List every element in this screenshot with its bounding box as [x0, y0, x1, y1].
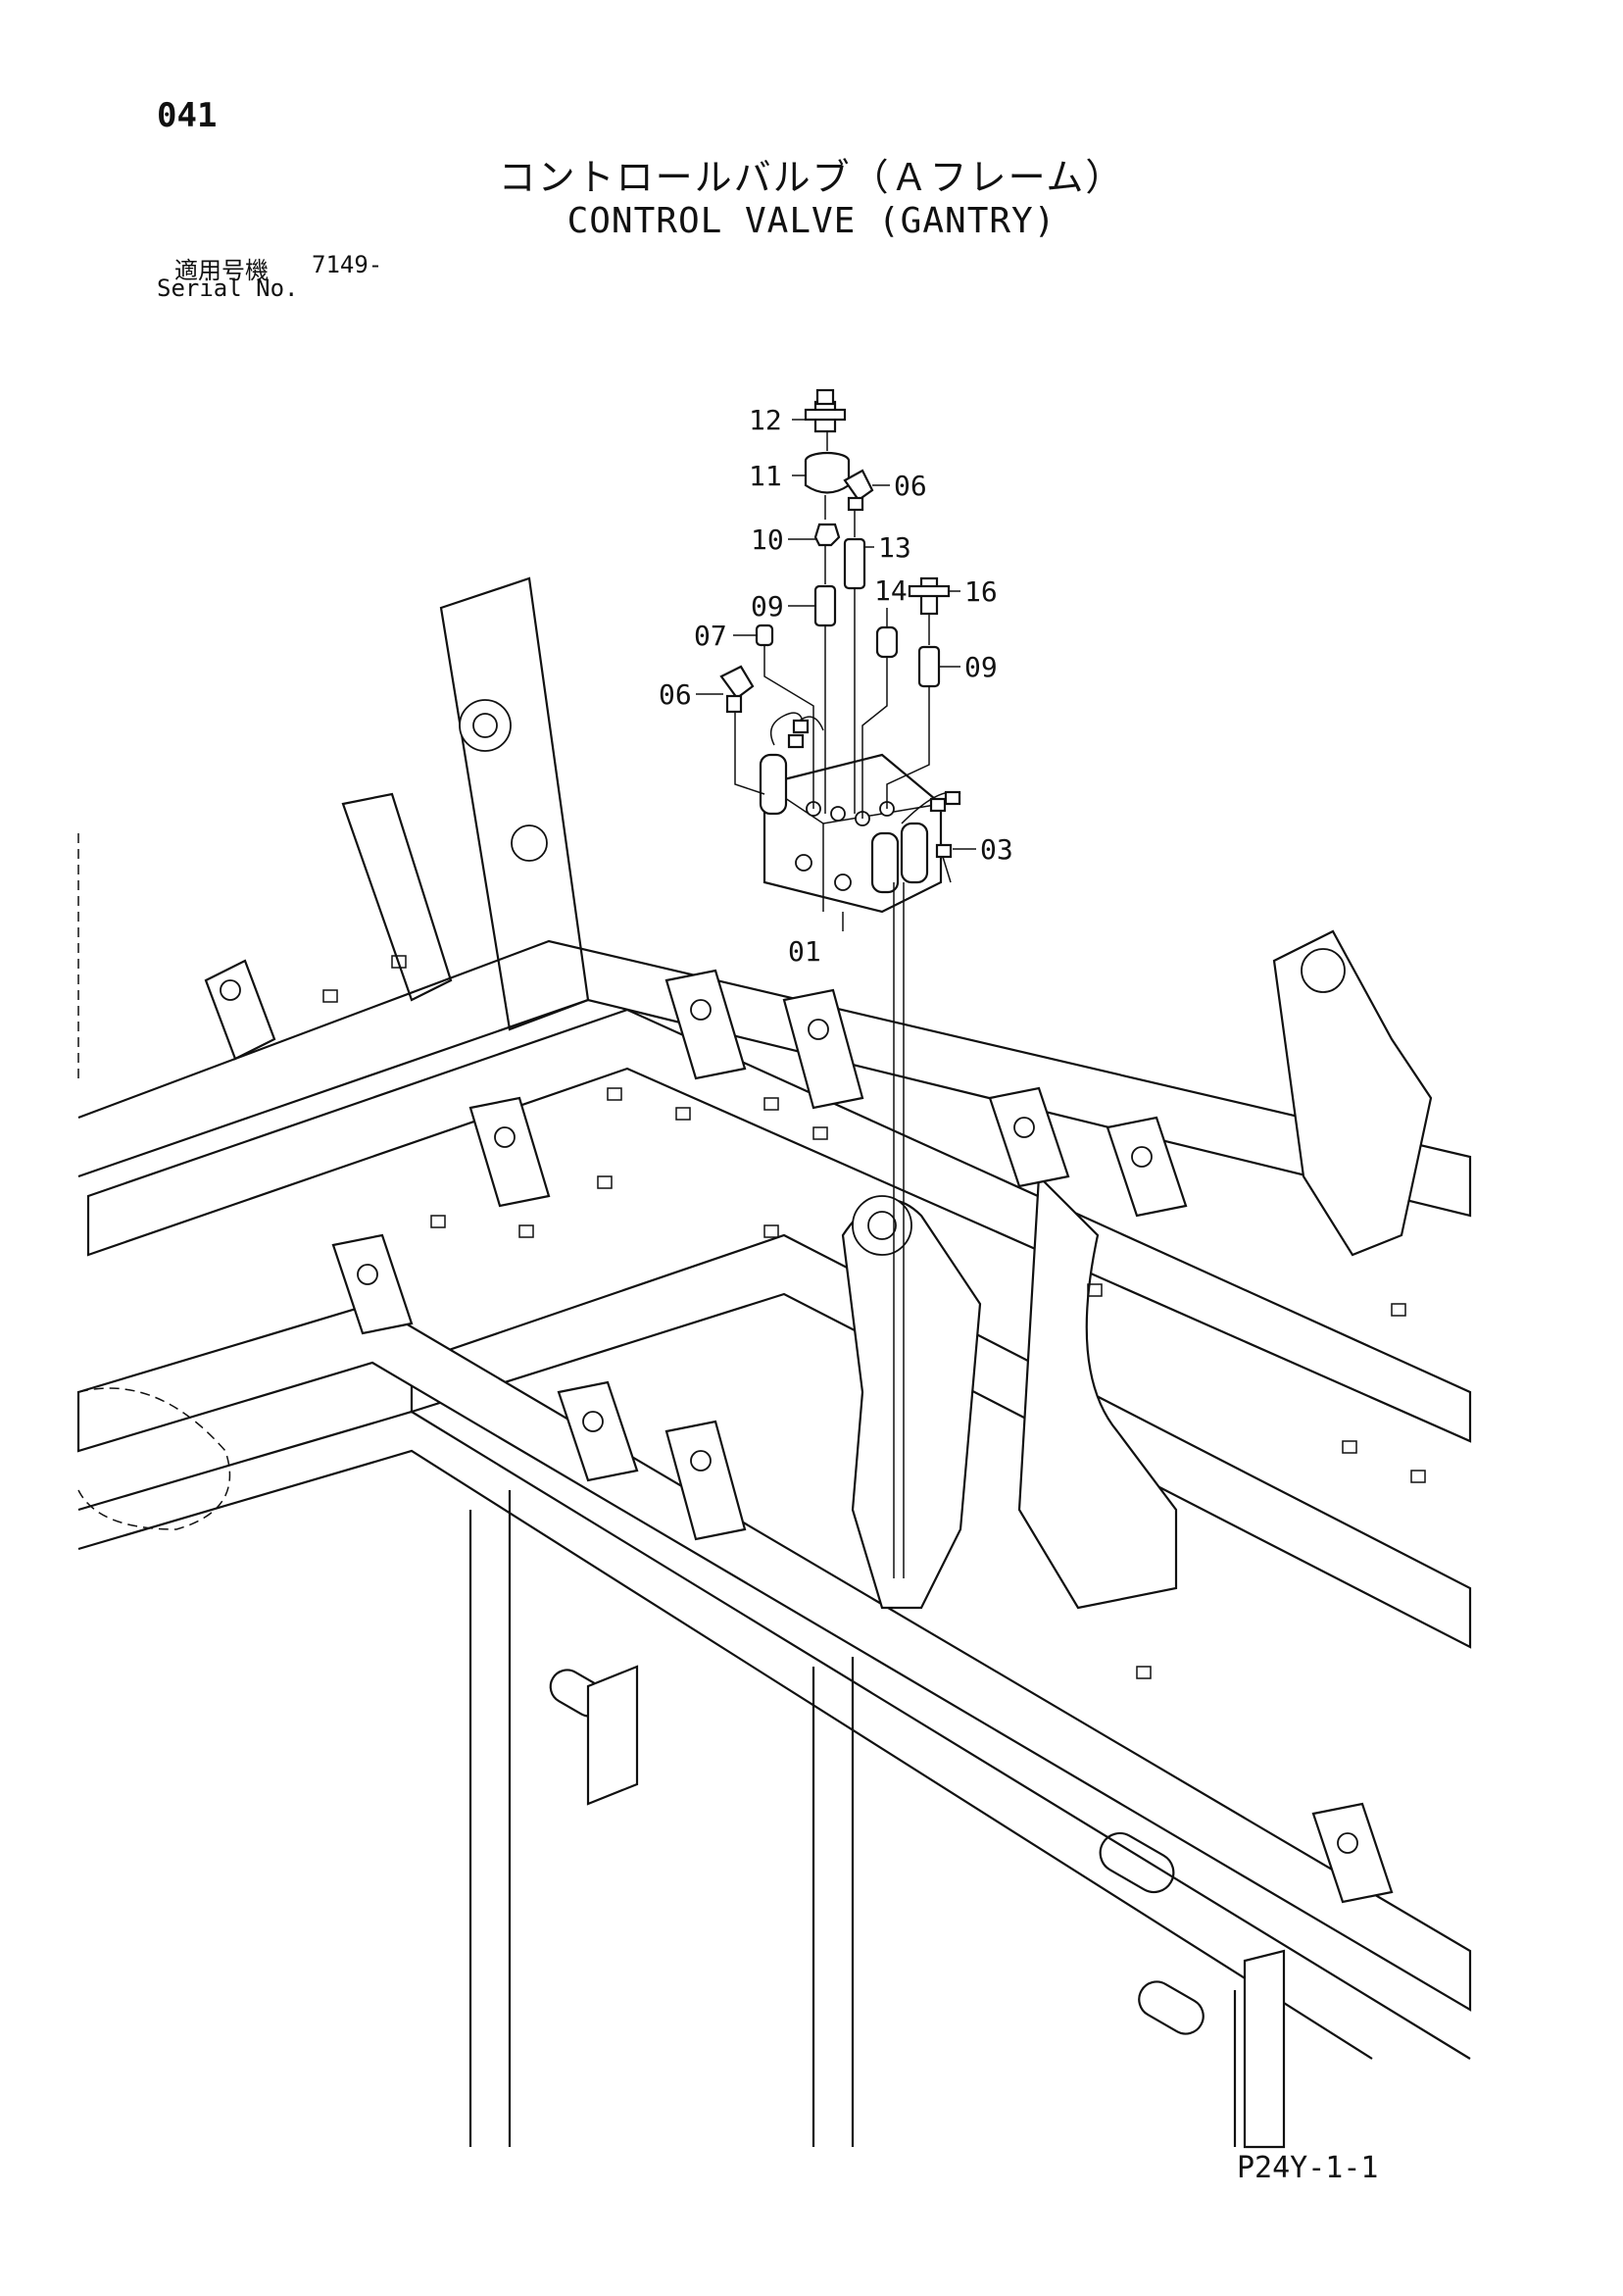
page-title-en: CONTROL VALVE (GANTRY)	[566, 201, 1057, 241]
part-12-tee-arm	[804, 408, 847, 422]
valve-port	[830, 806, 846, 822]
leader-lines	[696, 419, 976, 931]
part-07-plug	[755, 624, 774, 647]
frame-base-line	[77, 1410, 1471, 2060]
frame-box	[586, 1665, 639, 1806]
part-14-adapter	[875, 625, 899, 659]
frame-slot	[1099, 1831, 1175, 1894]
wire-connector	[929, 797, 947, 813]
part-06-elbow-upper	[843, 469, 874, 502]
frame-far-right-bracket	[1272, 929, 1433, 1257]
valve-port	[834, 873, 852, 891]
part-06-elbow-left	[719, 665, 755, 700]
frame-bottom-beam	[76, 1302, 1472, 2012]
frame-left-post	[439, 576, 590, 1031]
frame-box	[1243, 1949, 1286, 2149]
frame-right-arm	[1017, 1173, 1178, 1610]
gantry-frame-drawing	[76, 576, 1472, 2149]
callout-09-left: 09	[751, 590, 784, 623]
valve-solenoid	[900, 822, 929, 884]
callout-11: 11	[749, 460, 782, 492]
serial-label-jp: 適用号機	[174, 257, 269, 284]
frame-lugs	[204, 959, 1394, 1904]
part-09-spacer-right	[917, 645, 941, 688]
footer-code: P24Y-1-1	[1237, 2151, 1379, 2185]
frame-hidden-line	[77, 1387, 231, 1530]
part-09-spacer-left	[813, 584, 837, 627]
part-06-elbow-upper-nut	[847, 496, 864, 512]
callout-12: 12	[749, 404, 782, 436]
assembly-line	[734, 712, 765, 795]
page-title-jp: コントロールバルブ（Ａフレーム）	[498, 156, 1125, 199]
frame-hole	[867, 1211, 897, 1240]
frame-bracket	[341, 792, 453, 1002]
callout-13: 13	[878, 531, 911, 564]
callout-09-right: 09	[964, 651, 998, 683]
frame-upper-beam	[77, 939, 1472, 1218]
frame-hole	[472, 713, 498, 738]
part-10-nut	[813, 523, 841, 547]
callout-06-left: 06	[659, 678, 692, 711]
callout-06-upper: 06	[894, 470, 927, 502]
wire-connector	[944, 790, 961, 806]
part-12-tee-top	[815, 388, 835, 406]
frame-top-beam	[86, 1008, 1472, 1443]
frame-hole	[1301, 948, 1346, 993]
frame-slot	[1138, 1980, 1205, 2035]
assembly-line	[763, 645, 814, 809]
wire-connector	[792, 719, 810, 734]
wire-connector	[787, 733, 805, 749]
part-16-tee-arm	[908, 584, 951, 598]
page-number: 041	[157, 96, 218, 135]
callout-16: 16	[964, 575, 998, 608]
frame-base-line	[77, 1449, 1373, 2060]
part-06-elbow-left-nut	[725, 694, 743, 714]
callout-10: 10	[751, 524, 784, 556]
frame-center-plate	[841, 1199, 982, 1610]
assembly-line	[861, 657, 888, 819]
assembly-line	[886, 686, 930, 809]
part-03-bolt-shank	[942, 856, 952, 883]
frame-bolt-blocks	[322, 955, 1426, 1679]
callout-07: 07	[694, 620, 727, 652]
valve-solenoid	[870, 831, 900, 894]
frame-hole	[511, 824, 548, 862]
valve-solenoid	[759, 753, 788, 816]
serial-label-en: Serial No.	[157, 275, 299, 302]
serial-value: 7149-	[312, 251, 383, 278]
callout-01: 01	[788, 935, 821, 968]
part-11-sleeve	[804, 461, 851, 494]
valve-port	[795, 854, 812, 872]
control-valve-assembly	[719, 388, 961, 1578]
callout-14: 14	[874, 574, 908, 607]
part-03-bolt-head	[935, 843, 953, 859]
callout-03: 03	[980, 833, 1013, 866]
part-13-spacer	[843, 537, 866, 590]
